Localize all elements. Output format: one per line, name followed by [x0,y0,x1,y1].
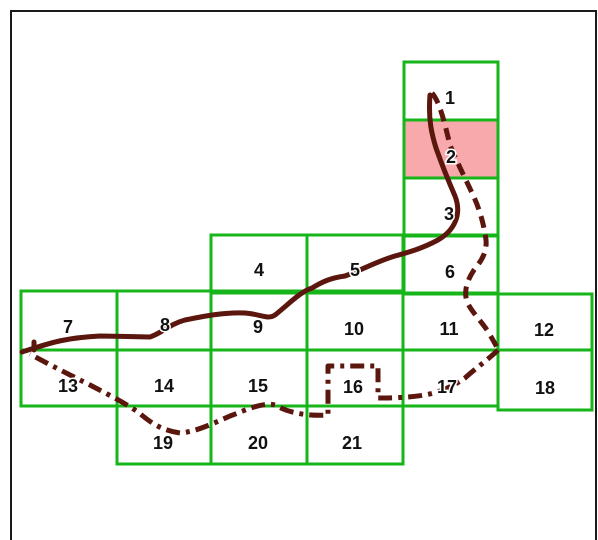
cell-label-20: 20 [248,433,268,453]
cell-label-18: 18 [535,378,555,398]
map-frame [10,10,597,540]
cell-label-14: 14 [154,376,174,396]
cell-label-13: 13 [58,376,78,396]
cell-label-11: 11 [439,319,458,339]
cell-label-4: 4 [254,260,264,280]
routes [19,91,501,436]
cell-label-10: 10 [344,319,364,339]
cell-label-17: 17 [437,377,457,397]
cell-label-21: 21 [342,433,362,453]
cell-label-2: 2 [446,147,456,167]
grid-cell-21[interactable] [305,404,405,466]
cell-label-3: 3 [444,204,454,224]
cell-label-1: 1 [445,88,455,108]
route-solid-main [19,92,461,355]
cell-label-12: 12 [534,320,554,340]
cell-label-5: 5 [350,260,360,280]
cell-label-6: 6 [445,262,455,282]
cell-label-16: 16 [343,377,363,397]
cell-label-8: 8 [160,315,170,335]
cell-label-9: 9 [253,317,263,337]
grid-cell-18[interactable] [496,348,594,412]
route-dashdot-south [28,348,500,436]
cell-label-15: 15 [248,376,268,396]
cell-label-19: 19 [153,433,173,453]
route-dashed-east [429,91,501,351]
cell-label-7: 7 [63,317,73,337]
